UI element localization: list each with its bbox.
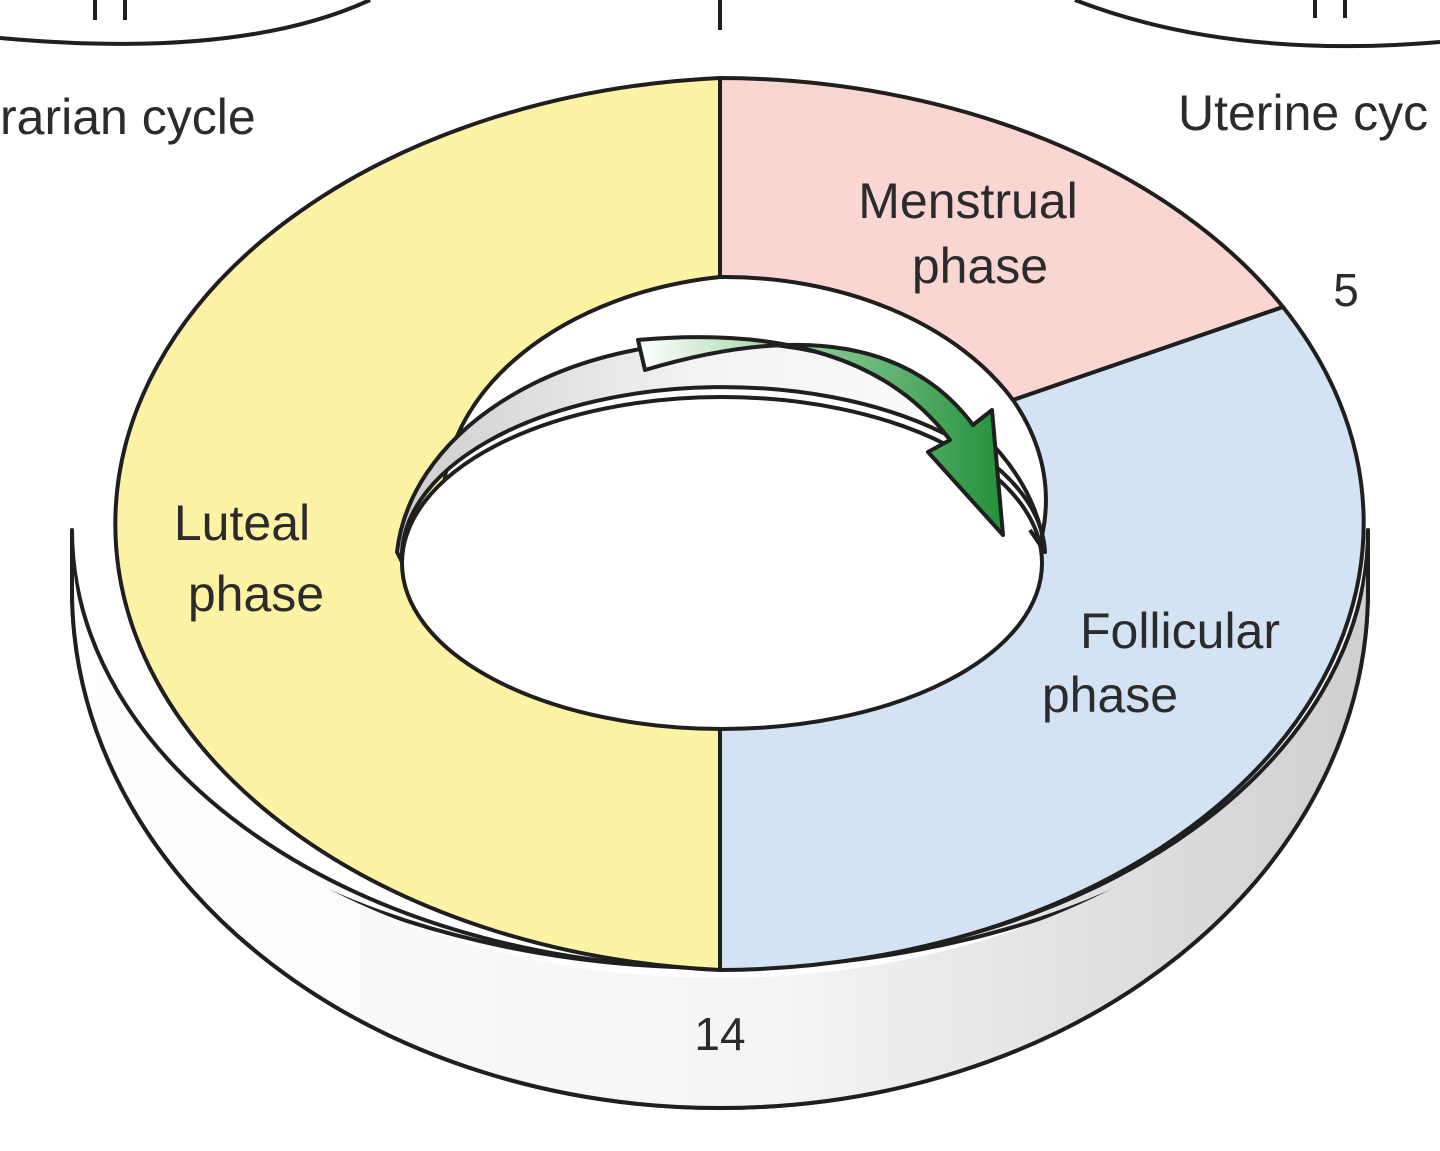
luteal-label-line1: Luteal [174,495,310,551]
follicular-label-line2: phase [1042,667,1178,723]
cycle-direction-arrow-icon [636,335,1005,537]
ring-outer-side-wall [70,528,1370,970]
ring-inner-wall [395,339,1047,564]
uterine-cycle-label: Uterine cyc [1178,85,1428,141]
menstrual-phase-segment [718,76,1285,402]
ring-bottom-fill [72,540,1368,1108]
day-5-marker: 5 [1333,264,1359,316]
menstrual-label-line2: phase [912,238,1048,294]
luteal-label-line2: phase [188,566,324,622]
ring-hole [400,395,1044,731]
adjacent-ring-left [0,0,371,46]
adjacent-ring-right [1074,0,1440,49]
ovarian-cycle-label: rarian cycle [0,89,256,145]
menstrual-label-line1: Menstrual [858,173,1078,229]
day-14-marker: 14 [694,1008,745,1060]
follicular-label-line1: Follicular [1080,603,1280,659]
